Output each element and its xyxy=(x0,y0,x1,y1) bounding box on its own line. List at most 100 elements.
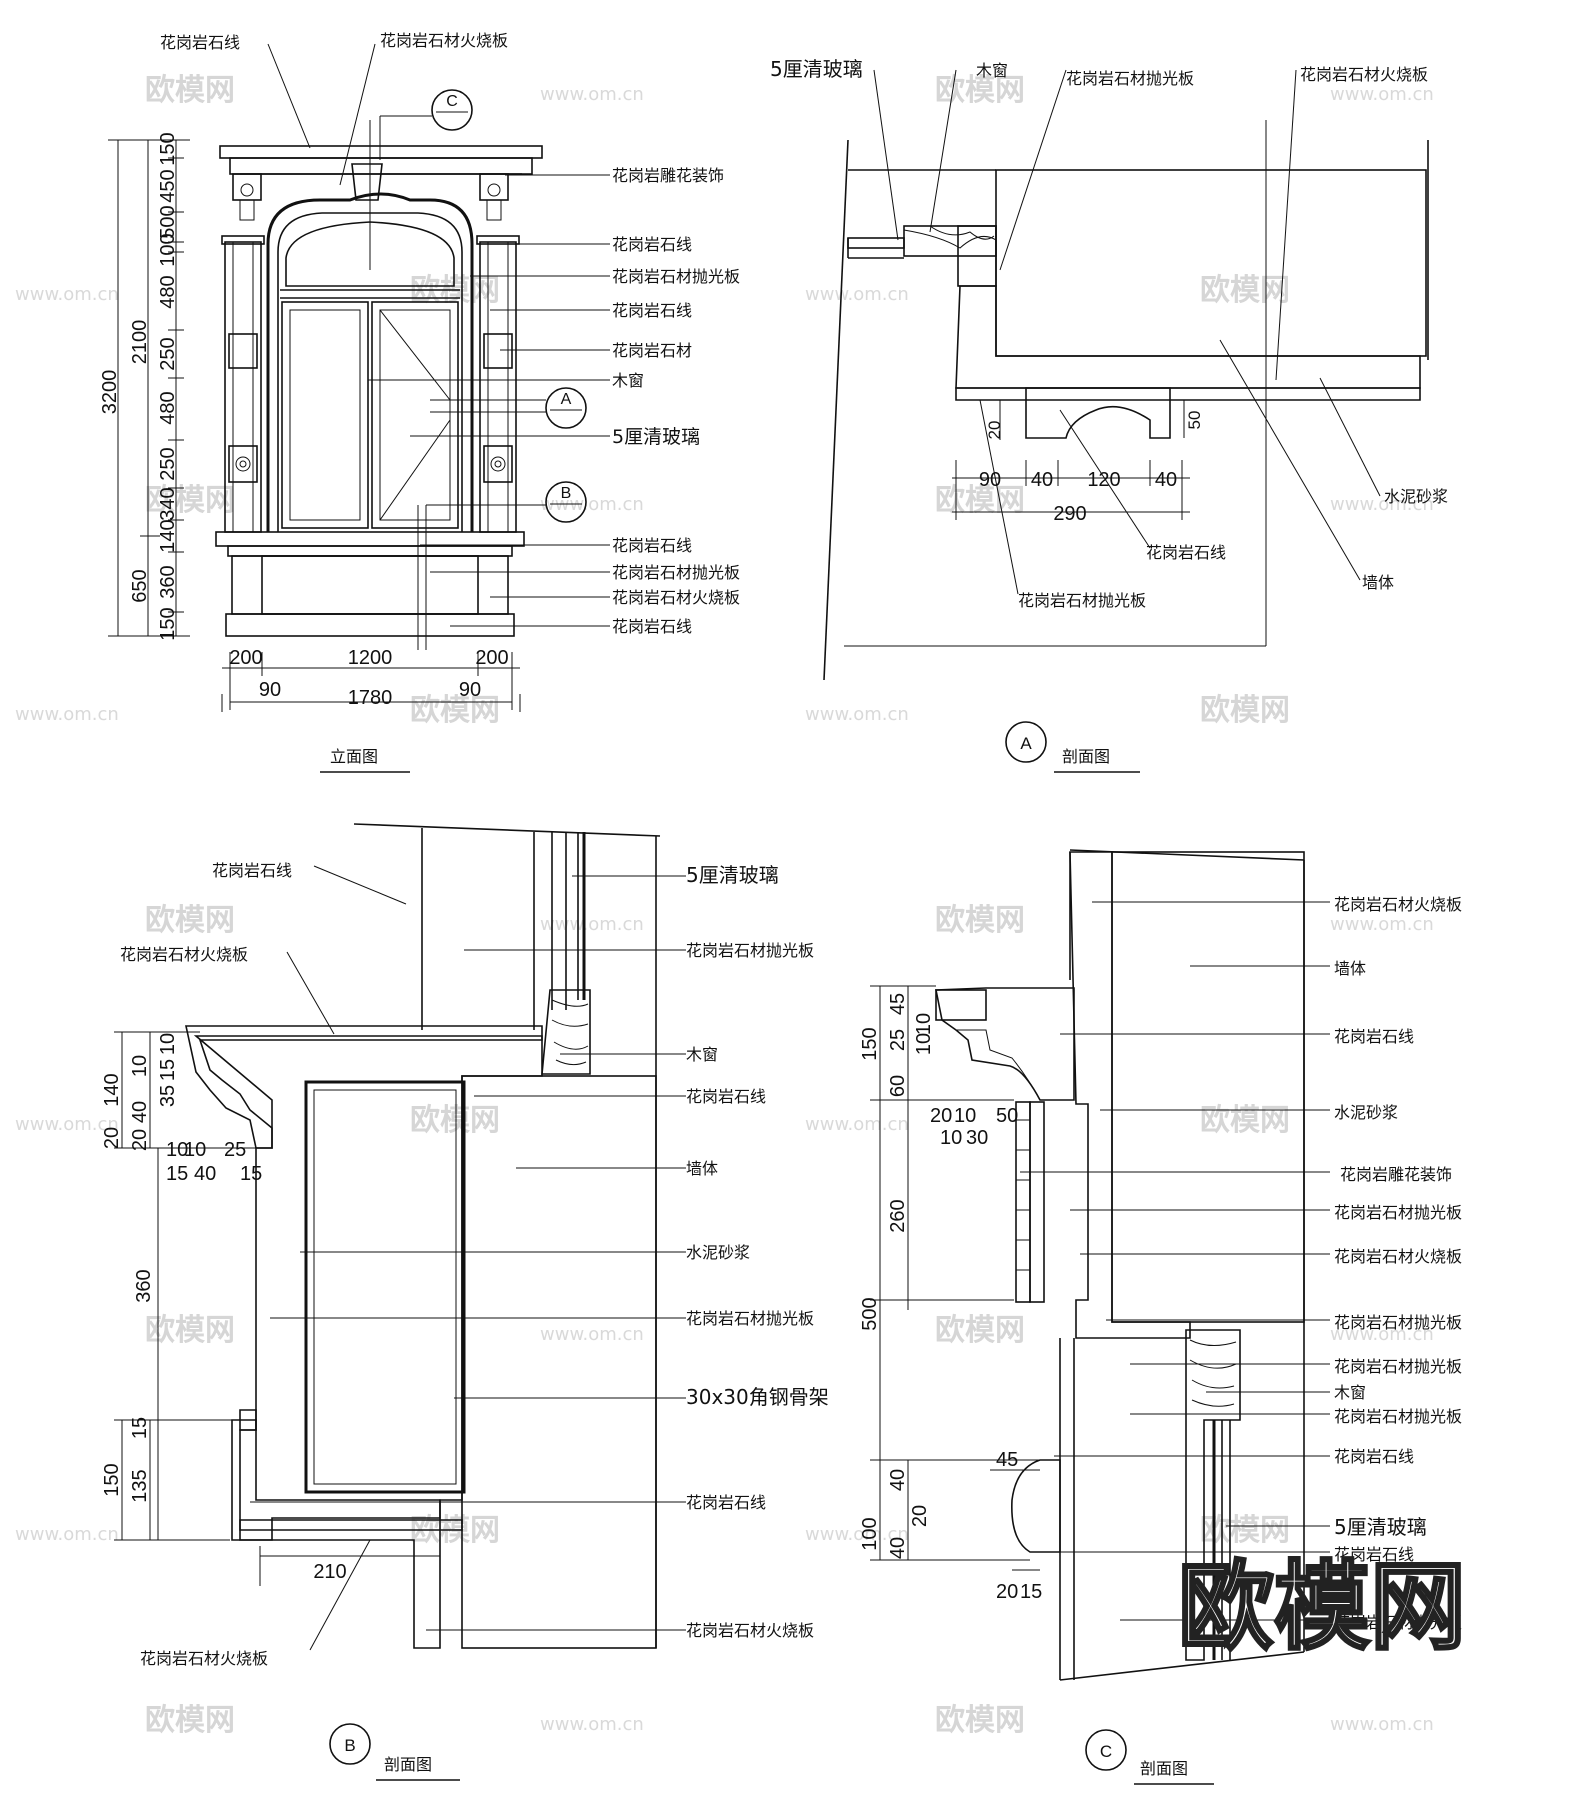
elev-label-granite-line-4: 花岗岩石线 xyxy=(612,617,692,636)
sec-b-dim-15b: 15 xyxy=(129,1417,151,1439)
sec-b-dim-35: 35 xyxy=(157,1085,179,1107)
section-marker-c: C xyxy=(379,89,473,160)
elev-dim-140: 140 xyxy=(157,519,179,552)
sec-b-bdim-10a: 10 xyxy=(166,1139,188,1161)
sec-c-dim-10b: 10 xyxy=(913,1013,935,1035)
sec-c-label-polished-4: 花岗岩石材抛光板 xyxy=(1334,1407,1462,1426)
sec-c-dim-25: 25 xyxy=(887,1029,909,1051)
sec-c-label-wall: 墙体 xyxy=(1334,959,1366,978)
elev-label-flamed-panel-top: 花岗岩石材火烧板 xyxy=(380,31,508,50)
watermark-tile: www.om.cn xyxy=(805,1114,909,1135)
apron-panel xyxy=(261,555,479,615)
base-band xyxy=(225,613,515,637)
section-c-wall xyxy=(1111,851,1305,1323)
sec-b-bdim-10b: 10 xyxy=(184,1139,206,1161)
watermark-tile: 欧模网 xyxy=(145,73,235,108)
sec-a-title: 剖面图 xyxy=(1062,747,1110,766)
section-a-window-frame xyxy=(903,225,997,257)
sec-c-sdim-10a: 10 xyxy=(954,1105,976,1127)
sec-c-sdim-10b: 10 xyxy=(940,1127,962,1149)
sec-b-dim-135: 135 xyxy=(129,1469,151,1502)
sec-c-dim-60: 60 xyxy=(887,1075,909,1097)
sec-b-label-flamed-3: 花岗岩石材火烧板 xyxy=(140,1649,268,1668)
sec-c-dim-500: 500 xyxy=(859,1297,881,1330)
elev-dim-250a: 250 xyxy=(157,337,179,370)
elev-dim-100: 100 xyxy=(157,233,179,266)
watermark-tile: www.om.cn xyxy=(1330,1324,1434,1345)
cornice-cap xyxy=(219,145,543,159)
sec-a-label-wall: 墙体 xyxy=(1362,573,1394,592)
elev-dim-480b: 480 xyxy=(157,391,179,424)
elev-dim-480a: 480 xyxy=(157,275,179,308)
sec-c-sdim-30: 30 xyxy=(966,1127,988,1149)
watermark-tile: 欧模网 xyxy=(1200,693,1290,728)
sec-c-dim-10a: 10 xyxy=(913,1033,935,1055)
sec-b-label-wood-window: 木窗 xyxy=(686,1045,718,1064)
sec-b-dim-40: 40 xyxy=(129,1101,151,1123)
section-b-steel-frame xyxy=(304,1080,466,1494)
keystone xyxy=(351,163,383,201)
watermark-tile: www.om.cn xyxy=(805,704,909,725)
sec-b-dim-150: 150 xyxy=(101,1463,123,1496)
sec-b-label-granite-line-2: 花岗岩石线 xyxy=(686,1087,766,1106)
section-a-title-marker: A 剖面图 xyxy=(1005,721,1140,773)
sec-b-label-polished: 花岗岩石材抛光板 xyxy=(686,941,814,960)
watermark-tile: www.om.cn xyxy=(1330,1714,1434,1735)
elevation-leaders xyxy=(267,43,610,627)
sec-c-dim-100: 100 xyxy=(859,1517,881,1550)
section-c-title-marker: C 剖面图 xyxy=(1085,1729,1214,1785)
watermark-tile: 欧模网 xyxy=(935,1703,1025,1738)
sec-b-title: 剖面图 xyxy=(384,1755,432,1774)
elevation-bottom-dims xyxy=(221,652,521,712)
sec-b-label-granite-line-3: 花岗岩石线 xyxy=(686,1493,766,1512)
section-b-view: 花岗岩石线 花岗岩石材火烧板 5厘清玻璃 花岗岩石材抛光板 木窗 花岗岩石线 墙… xyxy=(101,823,829,1781)
elev-label-granite-line-top: 花岗岩石线 xyxy=(160,33,240,52)
section-c-dim-lines xyxy=(870,985,1040,1571)
watermark-tile: www.om.cn xyxy=(15,704,119,725)
elev-dim-360: 360 xyxy=(157,565,179,598)
section-b-wood-frame xyxy=(541,989,591,1075)
elev-dim-340: 340 xyxy=(157,487,179,520)
watermark-tile: 欧模网 xyxy=(935,903,1025,938)
watermark-tile: www.om.cn xyxy=(540,1324,644,1345)
sec-c-label-wood-window: 木窗 xyxy=(1334,1383,1366,1402)
sec-b-label-polished-2: 花岗岩石材抛光板 xyxy=(686,1309,814,1328)
elev-dim-450: 450 xyxy=(157,169,179,202)
elev-dim-150b: 150 xyxy=(157,607,179,640)
elev-label-wood-window: 木窗 xyxy=(612,371,644,390)
section-a-mortar xyxy=(955,285,1421,389)
sec-c-sdim-20b: 20 xyxy=(996,1581,1018,1603)
section-a-dim-lines xyxy=(952,400,1190,520)
sec-c-sdim-20a: 20 xyxy=(930,1105,952,1127)
watermark-tile: 欧模网 xyxy=(1200,1103,1290,1138)
watermark-tile: 欧模网 xyxy=(410,1103,500,1138)
elev-label-granite-line-3: 花岗岩石线 xyxy=(612,536,692,555)
casement-right xyxy=(371,301,459,529)
elev-label-flamed-panel-2: 花岗岩石材火烧板 xyxy=(612,588,740,607)
sec-a-dim-290: 290 xyxy=(1053,503,1086,525)
sec-c-label-granite-line-3: 花岗岩石线 xyxy=(1334,1545,1414,1564)
watermark-tile: 欧模网 xyxy=(410,693,500,728)
watermark-tile: www.om.cn xyxy=(1330,84,1434,105)
watermark-tile: www.om.cn xyxy=(1330,914,1434,935)
sec-c-sdim-45: 45 xyxy=(996,1449,1018,1471)
sec-a-label-glass: 5厘清玻璃 xyxy=(770,57,863,81)
sec-c-dim-150: 150 xyxy=(859,1027,881,1060)
watermark-tile: www.om.cn xyxy=(540,1714,644,1735)
sec-b-label-granite-line: 花岗岩石线 xyxy=(212,861,292,880)
watermark-tile: www.om.cn xyxy=(805,284,909,305)
elev-label-granite-line-1: 花岗岩石线 xyxy=(612,235,692,254)
watermark-tile: 欧模网 xyxy=(145,903,235,938)
watermark-tile: www.om.cn xyxy=(15,1114,119,1135)
watermark-tile: 欧模网 xyxy=(1200,273,1290,308)
sec-c-dim-40a: 40 xyxy=(887,1469,909,1491)
elev-dim-150a: 150 xyxy=(157,132,179,165)
section-b-dim-lines xyxy=(114,1031,441,1586)
elev-label-granite-stone: 花岗岩石材 xyxy=(612,341,692,360)
sec-b-dim-10b: 10 xyxy=(157,1033,179,1055)
sec-a-label-flamed: 花岗岩石材火烧板 xyxy=(1300,65,1428,84)
sec-b-dim-10a: 10 xyxy=(129,1055,151,1077)
sec-b-label-steel: 30x30角钢骨架 xyxy=(686,1385,829,1409)
elev-dim-3200: 3200 xyxy=(99,370,121,415)
